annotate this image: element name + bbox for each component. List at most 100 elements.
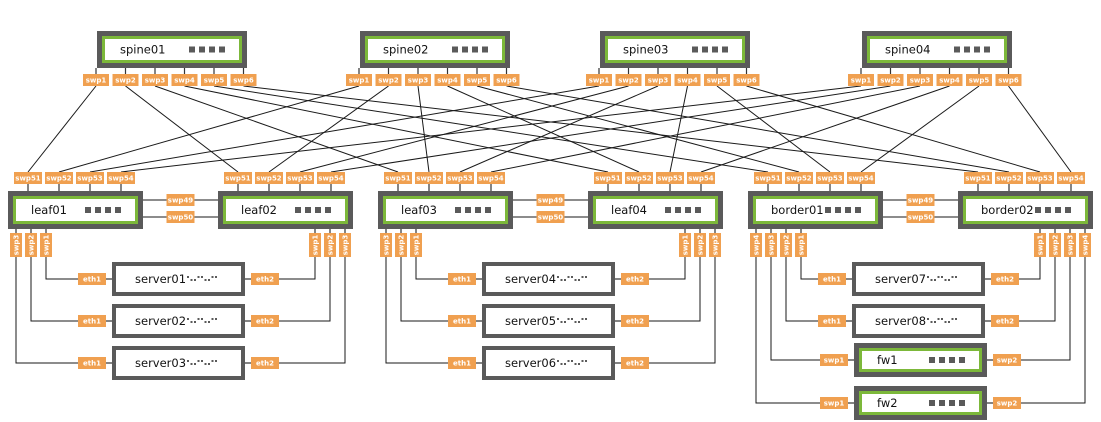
port-border01-swp54[interactable]: swp54 xyxy=(847,172,875,184)
port-border01-border02-swp49[interactable]: swp49 xyxy=(906,194,935,206)
port-spine02-swp1[interactable]: swp1 xyxy=(346,74,372,86)
port-spine02-swp5[interactable]: swp5 xyxy=(464,74,490,86)
port-spine01-swp1[interactable]: swp1 xyxy=(83,74,109,86)
port-spine04-swp5[interactable]: swp5 xyxy=(966,74,992,86)
port-leaf02-swp2[interactable]: swp2 xyxy=(324,233,336,257)
port-leaf02-swp51[interactable]: swp51 xyxy=(224,172,252,184)
port-spine03-swp6[interactable]: swp6 xyxy=(733,74,760,86)
port-spine01-swp4[interactable]: swp4 xyxy=(171,74,198,86)
port-spine04-swp2[interactable]: swp2 xyxy=(877,74,904,86)
server03-node[interactable]: server03 xyxy=(112,346,245,380)
port-leaf02-swp1[interactable]: swp1 xyxy=(309,233,321,257)
port-leaf02-swp52[interactable]: swp52 xyxy=(255,172,283,184)
server08-node[interactable]: server08 xyxy=(852,304,985,338)
port-spine04-swp6[interactable]: swp6 xyxy=(995,74,1022,86)
server04-node[interactable]: server04 xyxy=(482,262,615,296)
port-border01-border02-swp50[interactable]: swp50 xyxy=(906,211,935,223)
fw1-node[interactable]: fw1 xyxy=(854,343,987,377)
port-spine01-swp5[interactable]: swp5 xyxy=(201,74,227,86)
port-server01-eth2[interactable]: eth2 xyxy=(251,273,279,285)
port-server03-eth1[interactable]: eth1 xyxy=(78,357,106,369)
border02-node[interactable]: border02 xyxy=(958,191,1093,229)
port-border02-swp2[interactable]: swp2 xyxy=(1049,233,1061,257)
port-server07-eth1[interactable]: eth1 xyxy=(818,273,846,285)
port-server05-eth2[interactable]: eth2 xyxy=(621,315,649,327)
port-server01-eth1[interactable]: eth1 xyxy=(78,273,106,285)
port-spine02-swp2[interactable]: swp2 xyxy=(375,74,402,86)
port-server03-eth2[interactable]: eth2 xyxy=(251,357,279,369)
port-leaf02-swp3[interactable]: swp3 xyxy=(339,233,351,257)
port-server08-eth1[interactable]: eth1 xyxy=(818,315,846,327)
port-server05-eth1[interactable]: eth1 xyxy=(448,315,476,327)
port-server04-eth2[interactable]: eth2 xyxy=(621,273,649,285)
port-border02-swp1[interactable]: swp1 xyxy=(1034,233,1046,257)
port-spine02-swp4[interactable]: swp4 xyxy=(434,74,461,86)
port-leaf03-swp3[interactable]: swp3 xyxy=(380,233,392,257)
server01-node[interactable]: server01 xyxy=(112,262,245,296)
port-border01-swp52[interactable]: swp52 xyxy=(785,172,813,184)
port-leaf01-leaf02-swp50[interactable]: swp50 xyxy=(166,211,195,223)
port-spine03-swp2[interactable]: swp2 xyxy=(615,74,642,86)
port-leaf04-swp52[interactable]: swp52 xyxy=(625,172,653,184)
port-leaf01-swp54[interactable]: swp54 xyxy=(107,172,135,184)
port-spine04-swp3[interactable]: swp3 xyxy=(907,74,933,86)
port-border02-swp53[interactable]: swp53 xyxy=(1026,172,1054,184)
port-spine03-swp3[interactable]: swp3 xyxy=(645,74,671,86)
server02-node[interactable]: server02 xyxy=(112,304,245,338)
port-border02-swp51[interactable]: swp51 xyxy=(964,172,992,184)
port-leaf04-swp1[interactable]: swp1 xyxy=(679,233,691,257)
port-spine04-swp1[interactable]: swp1 xyxy=(848,74,874,86)
port-spine01-swp6[interactable]: swp6 xyxy=(230,74,257,86)
port-leaf03-leaf04-swp50[interactable]: swp50 xyxy=(536,211,565,223)
port-leaf02-swp53[interactable]: swp53 xyxy=(286,172,314,184)
port-leaf04-swp53[interactable]: swp53 xyxy=(656,172,684,184)
port-border02-swp4[interactable]: swp4 xyxy=(1079,233,1091,257)
server06-node[interactable]: server06 xyxy=(482,346,615,380)
port-spine02-swp6[interactable]: swp6 xyxy=(493,74,520,86)
spine04-node[interactable]: spine04 xyxy=(862,31,1012,68)
leaf04-node[interactable]: leaf04 xyxy=(588,191,723,229)
port-spine03-swp4[interactable]: swp4 xyxy=(674,74,701,86)
spine03-node[interactable]: spine03 xyxy=(600,31,750,68)
port-spine01-swp2[interactable]: swp2 xyxy=(112,74,139,86)
port-spine03-swp1[interactable]: swp1 xyxy=(586,74,612,86)
port-leaf03-swp51[interactable]: swp51 xyxy=(384,172,412,184)
port-leaf03-swp1[interactable]: swp1 xyxy=(410,233,422,257)
port-spine04-swp4[interactable]: swp4 xyxy=(936,74,963,86)
port-spine02-swp3[interactable]: swp3 xyxy=(405,74,431,86)
port-leaf03-swp54[interactable]: swp54 xyxy=(477,172,505,184)
port-fw2-swp1[interactable]: swp1 xyxy=(820,397,848,409)
port-border01-swp2[interactable]: swp2 xyxy=(780,233,792,257)
port-leaf04-swp2[interactable]: swp2 xyxy=(694,233,706,257)
port-leaf04-swp54[interactable]: swp54 xyxy=(687,172,715,184)
port-leaf02-swp54[interactable]: swp54 xyxy=(317,172,345,184)
port-leaf01-swp52[interactable]: swp52 xyxy=(45,172,73,184)
port-server08-eth2[interactable]: eth2 xyxy=(991,315,1019,327)
port-fw1-swp1[interactable]: swp1 xyxy=(820,354,848,366)
leaf03-node[interactable]: leaf03 xyxy=(378,191,513,229)
port-leaf01-swp2[interactable]: swp2 xyxy=(25,233,37,257)
port-border01-swp51[interactable]: swp51 xyxy=(754,172,782,184)
leaf01-node[interactable]: leaf01 xyxy=(8,191,143,229)
leaf02-node[interactable]: leaf02 xyxy=(218,191,353,229)
border01-node[interactable]: border01 xyxy=(748,191,883,229)
port-leaf04-swp3[interactable]: swp3 xyxy=(709,233,721,257)
spine02-node[interactable]: spine02 xyxy=(360,31,510,68)
port-server06-eth1[interactable]: eth1 xyxy=(448,357,476,369)
port-fw1-swp2[interactable]: swp2 xyxy=(993,354,1021,366)
port-leaf03-leaf04-swp49[interactable]: swp49 xyxy=(536,194,565,206)
port-leaf01-swp53[interactable]: swp53 xyxy=(76,172,104,184)
port-server07-eth2[interactable]: eth2 xyxy=(991,273,1019,285)
port-border02-swp54[interactable]: swp54 xyxy=(1057,172,1085,184)
server05-node[interactable]: server05 xyxy=(482,304,615,338)
port-leaf01-swp1[interactable]: swp1 xyxy=(40,233,52,257)
port-spine03-swp5[interactable]: swp5 xyxy=(704,74,730,86)
port-leaf01-leaf02-swp49[interactable]: swp49 xyxy=(166,194,195,206)
port-server06-eth2[interactable]: eth2 xyxy=(621,357,649,369)
fw2-node[interactable]: fw2 xyxy=(854,386,987,420)
port-leaf04-swp51[interactable]: swp51 xyxy=(594,172,622,184)
server07-node[interactable]: server07 xyxy=(852,262,985,296)
port-server04-eth1[interactable]: eth1 xyxy=(448,273,476,285)
port-border01-swp3[interactable]: swp3 xyxy=(765,233,777,257)
port-border02-swp52[interactable]: swp52 xyxy=(995,172,1023,184)
